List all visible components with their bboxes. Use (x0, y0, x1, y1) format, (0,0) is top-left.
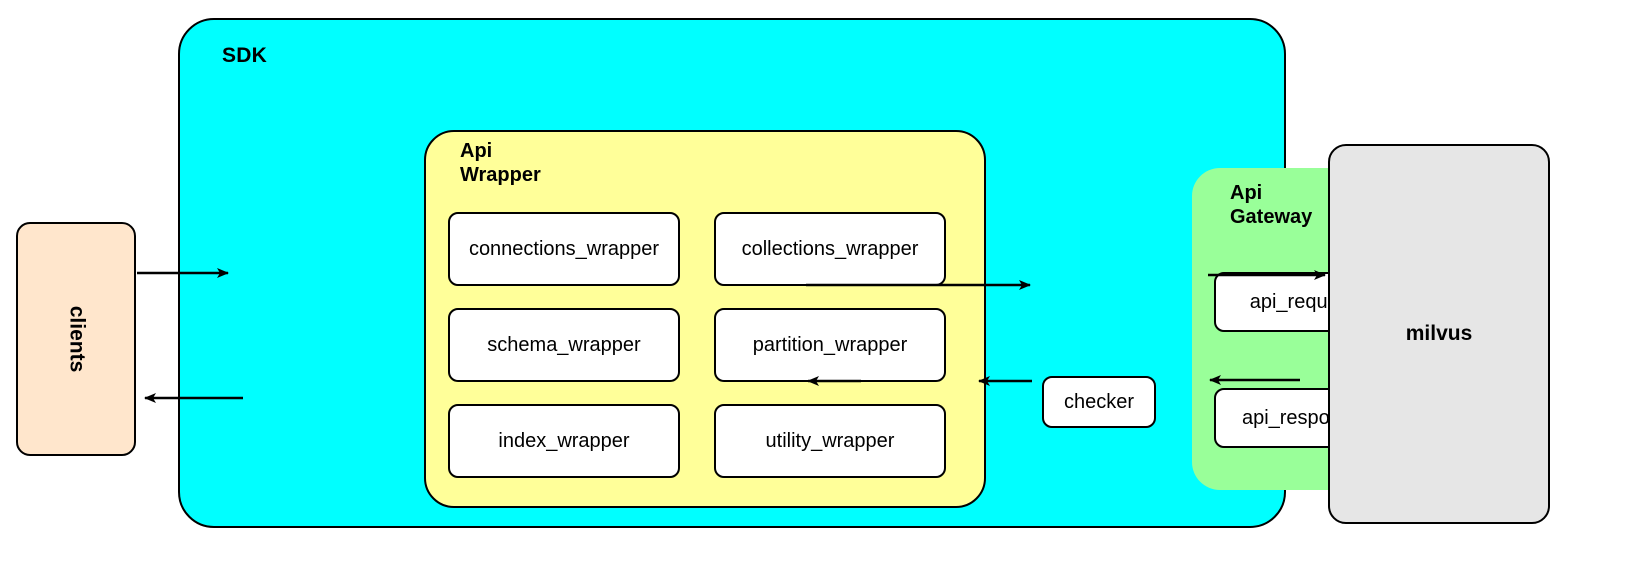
node-clients[interactable]: clients (16, 222, 136, 456)
node-partition-wrapper-label: partition_wrapper (752, 333, 908, 356)
node-milvus[interactable]: milvus (1328, 144, 1550, 524)
node-connections-wrapper[interactable]: connections_wrapper (448, 212, 680, 286)
node-checker[interactable]: checker (1042, 376, 1156, 428)
node-connections-wrapper-label: connections_wrapper (468, 237, 660, 260)
node-milvus-label: milvus (1405, 322, 1473, 345)
node-collections-wrapper[interactable]: collections_wrapper (714, 212, 946, 286)
container-api-gateway-label: Api Gateway (1230, 182, 1313, 228)
node-partition-wrapper[interactable]: partition_wrapper (714, 308, 946, 382)
container-sdk[interactable]: SDK Api Wrapper connections_wrapper coll… (178, 18, 1418, 528)
node-schema-wrapper-label: schema_wrapper (487, 333, 641, 356)
node-index-wrapper-label: index_wrapper (498, 429, 630, 452)
node-utility-wrapper-label: utility_wrapper (765, 429, 895, 452)
node-checker-label: checker (1063, 390, 1135, 413)
container-sdk-label: SDK (222, 44, 267, 67)
container-api-wrapper-label: Api Wrapper (460, 140, 541, 186)
node-collections-wrapper-label: collections_wrapper (741, 237, 919, 260)
node-schema-wrapper[interactable]: schema_wrapper (448, 308, 680, 382)
node-utility-wrapper[interactable]: utility_wrapper (714, 404, 946, 478)
node-clients-label: clients (65, 305, 88, 373)
node-index-wrapper[interactable]: index_wrapper (448, 404, 680, 478)
container-api-wrapper[interactable]: Api Wrapper connections_wrapper collecti… (424, 130, 986, 508)
